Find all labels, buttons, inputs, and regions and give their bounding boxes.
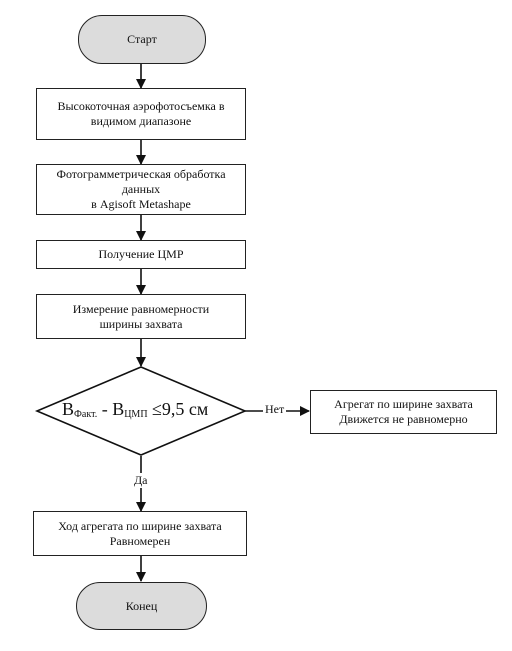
- result-uniform-line1: Ход агрегата по ширине захвата: [58, 518, 222, 533]
- start-terminal: Старт: [78, 15, 206, 64]
- step-measure-line2: ширины захвата: [99, 316, 183, 331]
- result-not-uniform-line1: Агрегат по ширине захвата: [334, 397, 473, 411]
- step-aerial-survey-line1: Высокоточная аэрофотосъемка в: [57, 99, 225, 113]
- end-terminal: Конец: [76, 582, 207, 630]
- step-dem: Получение ЦМР: [36, 240, 246, 269]
- result-uniform: Ход агрегата по ширине захвата Равномере…: [33, 511, 247, 556]
- result-uniform-line2: Равномерен: [109, 533, 171, 548]
- step-aerial-survey-line2: видимом диапазоне: [90, 114, 192, 128]
- end-label: Конец: [125, 598, 158, 613]
- decision-diamond: [34, 366, 248, 456]
- result-not-uniform: Агрегат по ширине захвата Движется не ра…: [310, 390, 497, 434]
- step-measure: Измерение равномерности ширины захвата: [36, 294, 246, 339]
- step-photogrammetry-line3: в Agisoft Metashape: [91, 197, 191, 211]
- step-photogrammetry-line1: Фотограмметрическая обработка: [56, 167, 226, 181]
- no-label: Нет: [263, 402, 287, 417]
- step-photogrammetry-line2: данных: [121, 182, 161, 196]
- start-label: Старт: [127, 32, 157, 46]
- step-dem-label: Получение ЦМР: [98, 247, 184, 261]
- step-measure-line1: Измерение равномерности: [72, 301, 210, 316]
- yes-label: Да: [132, 473, 150, 488]
- result-not-uniform-line2: Движется не равномерно: [339, 412, 468, 426]
- step-aerial-survey: Высокоточная аэрофотосъемка в видимом ди…: [36, 88, 246, 140]
- step-photogrammetry: Фотограмметрическая обработка данных в A…: [36, 164, 246, 215]
- decision-condition: BФакт. - BЦМП ≤9,5 см: [62, 399, 209, 420]
